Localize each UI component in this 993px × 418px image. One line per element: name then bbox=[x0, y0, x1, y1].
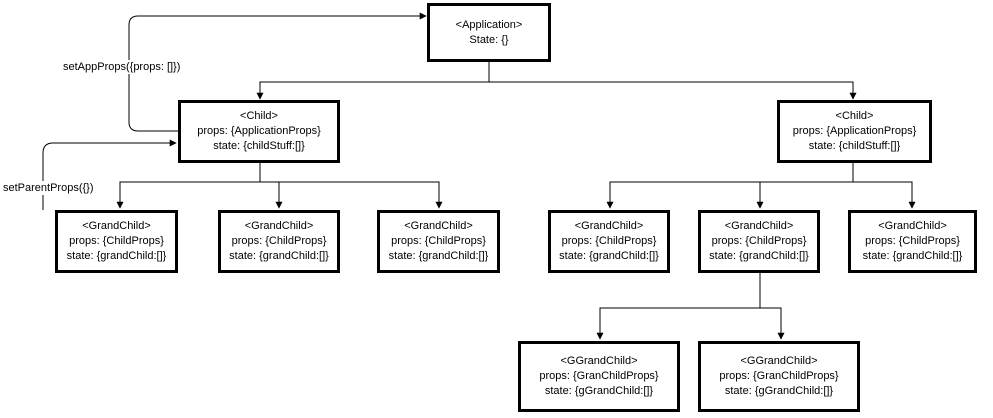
grandchild-node-4: <GrandChild> props: {ChildProps} state: … bbox=[548, 210, 670, 273]
connector-child-right-to-gc6 bbox=[760, 181, 916, 209]
grandchild-node-title: <GrandChild> bbox=[574, 220, 644, 232]
connector-child-right-to-gc5 bbox=[610, 181, 764, 209]
connector-gc5-to-ggc1 bbox=[596, 272, 761, 340]
grandchild-node-props: props: {ChildProps} bbox=[561, 235, 657, 247]
great-grandchild-node-state: state: {gGrandChild:[]} bbox=[544, 385, 654, 397]
set-app-props-label: setAppProps({props: []}) bbox=[62, 60, 182, 74]
application-node: <Application> State: {} bbox=[427, 3, 551, 62]
great-grandchild-node-props: props: {GranChildProps} bbox=[719, 370, 839, 382]
callback-set-parent-props bbox=[42, 139, 177, 210]
child-node-left: <Child> props: {ApplicationProps} state:… bbox=[178, 100, 340, 163]
child-node-state: state: {childStuff:[]} bbox=[808, 140, 901, 152]
grandchild-node-props: props: {ChildProps} bbox=[711, 235, 807, 247]
application-node-state: State: {} bbox=[469, 33, 509, 46]
grandchild-node-title: <GrandChild> bbox=[878, 220, 947, 232]
connector-gc5-to-ggc2 bbox=[760, 307, 785, 340]
grandchild-node-3: <GrandChild> props: {ChildProps} state: … bbox=[377, 210, 500, 273]
grandchild-node-state: state: {grandChild:[]} bbox=[559, 250, 659, 262]
child-node-right: <Child> props: {ApplicationProps} state:… bbox=[777, 100, 932, 163]
grandchild-node-5: <GrandChild> props: {ChildProps} state: … bbox=[698, 210, 820, 273]
grandchild-node-props: props: {ChildProps} bbox=[69, 235, 164, 247]
connector-child-left-to-gc3 bbox=[279, 181, 443, 209]
great-grandchild-node-title: <GGrandChild> bbox=[740, 355, 818, 367]
grandchild-node-title: <GrandChild> bbox=[244, 220, 314, 232]
connector-child-right-to-gc4 bbox=[606, 163, 854, 209]
grandchild-node-title: <GrandChild> bbox=[82, 220, 151, 232]
great-grandchild-node-props: props: {GranChildProps} bbox=[539, 370, 659, 382]
grandchild-node-title: <GrandChild> bbox=[724, 220, 794, 232]
child-node-state: state: {childStuff:[]} bbox=[213, 140, 305, 152]
great-grandchild-node-title: <GGrandChild> bbox=[560, 355, 638, 367]
grandchild-node-6: <GrandChild> props: {ChildProps} state: … bbox=[848, 210, 977, 273]
application-node-title: <Application> bbox=[455, 18, 523, 31]
grandchild-node-state: state: {grandChild:[]} bbox=[709, 250, 809, 262]
set-parent-props-label: setParentProps({}) bbox=[2, 181, 95, 195]
child-node-title: <Child> bbox=[835, 110, 874, 122]
child-node-props: props: {ApplicationProps} bbox=[792, 125, 917, 137]
great-grandchild-node-1: <GGrandChild> props: {GranChildProps} st… bbox=[518, 341, 680, 412]
grandchild-node-state: state: {grandChild:[]} bbox=[229, 250, 329, 262]
grandchild-node-props: props: {ChildProps} bbox=[231, 235, 327, 247]
connector-child-left-to-gc2 bbox=[260, 181, 283, 209]
grandchild-node-2: <GrandChild> props: {ChildProps} state: … bbox=[218, 210, 340, 273]
grandchild-node-state: state: {grandChild:[]} bbox=[388, 250, 489, 262]
connector-child-left-to-gc1 bbox=[116, 163, 261, 209]
great-grandchild-node-2: <GGrandChild> props: {GranChildProps} st… bbox=[698, 341, 860, 412]
grandchild-node-title: <GrandChild> bbox=[404, 220, 473, 232]
grandchild-node-state: state: {grandChild:[]} bbox=[66, 250, 167, 262]
child-node-title: <Child> bbox=[240, 110, 278, 122]
grandchild-node-state: state: {grandChild:[]} bbox=[862, 250, 963, 262]
child-node-props: props: {ApplicationProps} bbox=[197, 125, 321, 137]
great-grandchild-node-state: state: {gGrandChild:[]} bbox=[724, 385, 834, 397]
grandchild-node-1: <GrandChild> props: {ChildProps} state: … bbox=[55, 210, 178, 273]
grandchild-node-props: props: {ChildProps} bbox=[391, 235, 486, 247]
connector-app-to-children bbox=[259, 62, 853, 99]
grandchild-node-props: props: {ChildProps} bbox=[865, 235, 960, 247]
